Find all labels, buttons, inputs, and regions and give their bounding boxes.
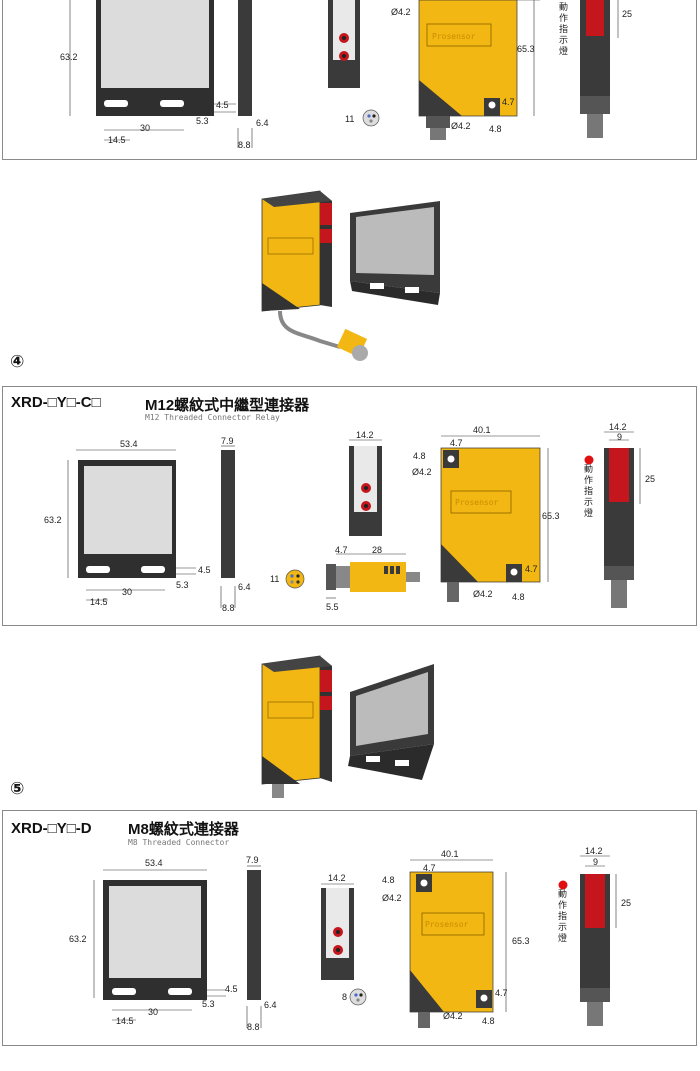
dim-4-body-d: Ø4.2 — [473, 589, 493, 599]
led-label: 動作指示燈 — [559, 3, 569, 57]
dim-reflector-a: 4.5 — [216, 100, 229, 110]
led-indicator-icon — [584, 455, 594, 465]
dim-5-reflector-h: 63.2 — [69, 934, 87, 944]
dim-4-conn-b: 28 — [372, 545, 383, 555]
dim-reflector-c: 30 — [140, 123, 151, 133]
section-4-panel — [2, 386, 697, 626]
dim-5-body-b: 4.7 — [423, 863, 436, 873]
dim-reflector-d: 14.5 — [108, 135, 126, 145]
dim-4-conn-c: 5.5 — [326, 602, 339, 612]
dim-body-hole: Ø4.2 — [451, 121, 471, 131]
dim-4-reflector-b: 5.3 — [176, 580, 189, 590]
dim-side-t: 6.4 — [256, 118, 269, 128]
section-4-title-code: XRD-□Y□-C□ — [11, 394, 101, 411]
product-photo-5 — [261, 655, 434, 798]
section-4-subtitle: M12 Threaded Connector Relay — [145, 413, 280, 422]
section-5-title-cn: M8螺紋式連接器 — [128, 821, 239, 838]
section-5-drawing: Prosensor — [93, 855, 617, 1028]
product-photo-4 — [261, 190, 440, 361]
section-5-panel — [2, 810, 697, 1046]
dim-5-body-d: Ø4.2 — [443, 1011, 463, 1021]
dim-4-body-c: 4.7 — [525, 564, 538, 574]
dim-5-body-hole: Ø4.2 — [382, 893, 402, 903]
dim-reflector-height: 63.2 — [60, 52, 78, 62]
led-label-5: 動作指示燈 — [558, 890, 568, 944]
dim-4-body-a: 4.8 — [413, 451, 426, 461]
dim-5-led-w: 14.2 — [585, 846, 603, 856]
dim-4-body-w: 40.1 — [473, 425, 491, 435]
dim-4-body-b: 4.7 — [450, 438, 463, 448]
dim-4-reflector-h: 63.2 — [44, 515, 62, 525]
dim-5-led-in: 9 — [593, 857, 599, 867]
dim-4-reflector-w: 53.4 — [120, 439, 138, 449]
dim-5-reflector-d: 14.5 — [116, 1016, 134, 1026]
dim-led-length: 25 — [622, 9, 633, 19]
dim-4-front-w: 14.2 — [356, 430, 374, 440]
dim-4-body-e: 4.8 — [512, 592, 525, 602]
dim-4-side-t: 6.4 — [238, 582, 251, 592]
dim-5-body-c: 4.7 — [495, 988, 508, 998]
section-4-marker: ④ — [10, 352, 25, 372]
pin-connector-icon — [349, 988, 367, 1006]
dim-5-body-w: 40.1 — [441, 849, 459, 859]
section-4-title-cn: M12螺紋式中繼型連接器 — [145, 397, 310, 414]
dim-5-reflector-w: 53.4 — [145, 858, 163, 868]
pin-count: 11 — [345, 114, 355, 124]
dim-4-body-hole: Ø4.2 — [412, 467, 432, 477]
dim-5-body-a: 4.8 — [382, 875, 395, 885]
section-4-drawing: Prosensor — [67, 431, 641, 608]
pin-count-5: 8 — [342, 992, 348, 1002]
dim-4-side-u: 8.8 — [222, 603, 235, 613]
section-5-title-code: XRD-□Y□-D — [11, 820, 92, 837]
dim-4-reflector-a: 4.5 — [198, 565, 211, 575]
pin-count-4: 11 — [270, 574, 280, 584]
dim-body-c: 4.7 — [502, 97, 515, 107]
dim-5-side-w: 7.9 — [246, 855, 259, 865]
dim-body-height: 65.3 — [517, 44, 535, 54]
dim-4-side-w: 7.9 — [221, 436, 234, 446]
dim-5-side-t: 6.4 — [264, 1000, 277, 1010]
dim-body-e: 4.8 — [489, 124, 502, 134]
dim-4-led-in: 9 — [617, 432, 623, 442]
section-5-marker: ⑤ — [10, 779, 25, 799]
dim-5-body-h: 65.3 — [512, 936, 530, 946]
dim-front-hole: Ø4.2 — [391, 7, 411, 17]
section-3-drawing: Prosensor — [69, 0, 619, 148]
dim-4-conn-a: 4.7 — [335, 545, 348, 555]
dim-5-reflector-a: 4.5 — [225, 984, 238, 994]
dim-4-reflector-c: 30 — [122, 587, 133, 597]
dim-reflector-b: 5.3 — [196, 116, 209, 126]
brand-label-4: Prosensor — [455, 498, 499, 507]
led-label-4: 動作指示燈 — [584, 465, 594, 519]
section-3-panel — [2, 0, 697, 160]
dim-4-led-w: 14.2 — [609, 422, 627, 432]
section-5-subtitle: M8 Threaded Connector — [128, 838, 230, 847]
dim-4-body-h: 65.3 — [542, 511, 560, 521]
dim-side-u: 8.8 — [238, 140, 251, 150]
dim-5-side-u: 8.8 — [247, 1022, 260, 1032]
brand-label: Prosensor — [432, 32, 476, 41]
dim-5-reflector-b: 5.3 — [202, 999, 215, 1009]
dim-5-led-len: 25 — [621, 898, 632, 908]
dim-4-reflector-d: 14.5 — [90, 597, 108, 607]
dim-5-body-e: 4.8 — [482, 1016, 495, 1026]
dim-5-front-w: 14.2 — [328, 873, 346, 883]
brand-label-5: Prosensor — [425, 920, 469, 929]
dim-5-reflector-c: 30 — [148, 1007, 159, 1017]
dim-4-led-len: 25 — [645, 474, 656, 484]
